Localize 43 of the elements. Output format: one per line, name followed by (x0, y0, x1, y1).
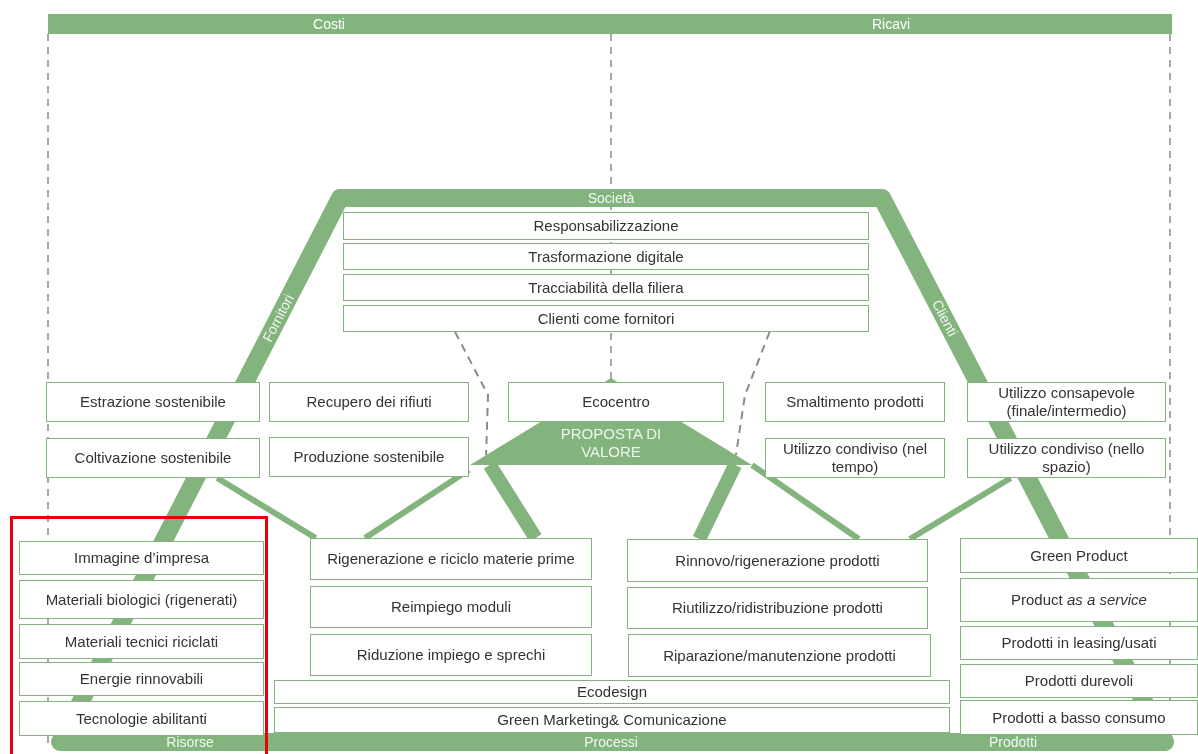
dashed-connector (454, 331, 489, 457)
label-box: Rinnovo/rigenerazione prodotti (627, 539, 928, 582)
label-box: Utilizzo condiviso (nello spazio) (967, 438, 1166, 478)
dashed-connector (734, 331, 771, 457)
label-box: Green Marketing& Comunicazione (274, 707, 950, 733)
label-box: Ecocentro (508, 382, 724, 422)
highlight-frame (10, 516, 268, 754)
label-box: Tracciabilità della filiera (343, 274, 869, 301)
label-box: Utilizzo condiviso (nel tempo) (765, 438, 945, 478)
label-box: Product as a service (960, 578, 1198, 622)
label-box: Produzione sostenibile (269, 437, 469, 477)
header-bar (48, 14, 1172, 34)
triangle-label: PROPOSTA DI VALORE (559, 425, 663, 461)
label-box: Riparazione/manutenzione prodotti (628, 634, 931, 677)
band-label: Risorse (166, 734, 214, 750)
band-label: Società (587, 190, 635, 206)
value-triangle (470, 422, 752, 465)
label-box: Green Product (960, 538, 1198, 573)
label-box: Trasformazione digitale (343, 243, 869, 270)
label-box: Riduzione impiego e sprechi (310, 634, 592, 676)
label-box: Riutilizzo/ridistribuzione prodotti (627, 587, 928, 629)
label-box: Prodotti in leasing/usati (960, 626, 1198, 660)
label-box: Coltivazione sostenibile (46, 438, 260, 478)
band-label: Prodotti (988, 734, 1038, 750)
label-box: Utilizzo consapevole (finale/intermedio) (967, 382, 1166, 422)
label-box: Prodotti durevoli (960, 664, 1198, 698)
label-box: Smaltimento prodotti (765, 382, 945, 422)
label-box: Immagine d’impresa (19, 541, 264, 575)
label-box: Materiali biologici (rigenerati) (19, 580, 264, 619)
label-box: Tecnologie abilitanti (19, 701, 264, 736)
label-box: Prodotti a basso consumo (960, 700, 1198, 735)
label-box: Reimpiego moduli (310, 586, 592, 628)
label-box: Estrazione sostenibile (46, 382, 260, 422)
label-box: Materiali tecnici riciclati (19, 624, 264, 659)
label-box: Ecodesign (274, 680, 950, 704)
label-box: Recupero dei rifiuti (269, 382, 469, 422)
label-box: Energie rinnovabili (19, 662, 264, 696)
band-label: Processi (584, 734, 638, 750)
label-box: Clienti come fornitori (343, 305, 869, 332)
bar-label: Ricavi (870, 16, 912, 32)
label-box: Rigenerazione e riciclo materie prime (310, 538, 592, 580)
label-box: Responsabilizzazione (343, 212, 869, 240)
bar-label: Costi (312, 16, 346, 32)
